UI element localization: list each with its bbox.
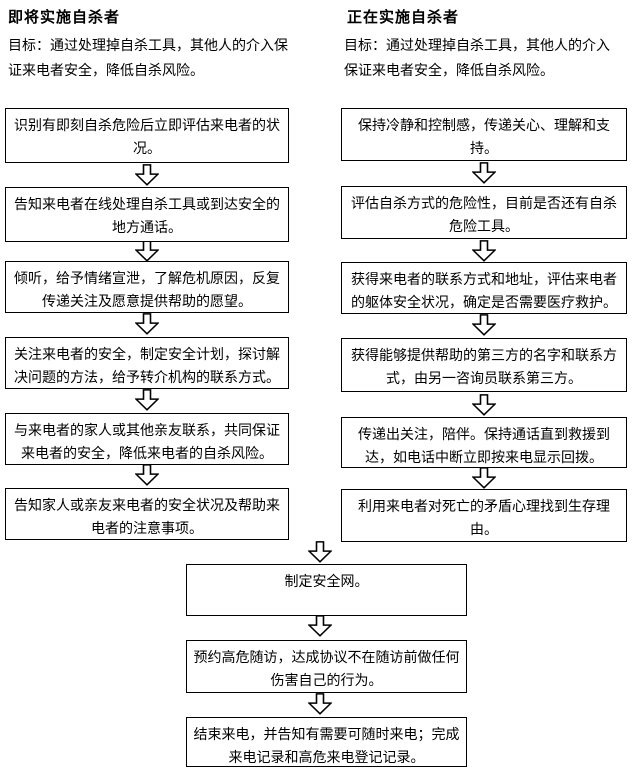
right-step-box: 获得能够提供帮助的第三方的名字和联系方式，由另一咨询员联系第三方。 — [341, 338, 627, 392]
down-arrow-icon — [472, 314, 496, 336]
shared-step-box: 结束来电，并告知有需要可随时来电；完成来电记录和高危来电登记记录。 — [186, 717, 467, 767]
left-column-title: 即将实施自杀者 — [8, 9, 121, 26]
right-column-goal: 目标：通过处理掉自杀工具，其他人的介入保证来电者安全，降低自杀风险。 — [344, 37, 610, 78]
left-step-box: 告知来电者在线处理自杀工具或到达安全的地方通话。 — [5, 187, 289, 242]
down-arrow-icon — [135, 240, 159, 262]
right-column-title: 正在实施自杀者 — [347, 9, 460, 26]
right-step-box: 获得来电者的联系方式和地址，评估来电者的躯体安全状况，确定是否需要医疗救护。 — [341, 262, 627, 314]
down-arrow-icon — [135, 313, 159, 335]
down-arrow-icon — [135, 389, 159, 411]
down-arrow-icon — [472, 467, 496, 489]
down-arrow-icon — [472, 240, 496, 262]
right-step-box: 保持冷静和控制感，传递关心、理解和支持。 — [341, 108, 627, 161]
down-arrow-icon — [308, 693, 332, 715]
shared-step-box: 制定安全网。 — [186, 564, 467, 616]
down-arrow-icon — [135, 164, 159, 186]
down-arrow-icon — [308, 541, 332, 563]
left-step-box: 倾听，给予情绪宣泄，了解危机原因，反复传递关注及愿意提供帮助的愿望。 — [5, 261, 289, 313]
left-step-box: 与来电者的家人或其他亲友联系，共同保证来电者的安全，降低来电者的自杀风险。 — [5, 413, 289, 465]
down-arrow-icon — [308, 615, 332, 637]
left-step-box: 关注来电者的安全，制定安全计划，探讨解决问题的方法，给予转介机构的联系方式。 — [5, 337, 289, 389]
right-step-box: 利用来电者对死亡的矛盾心理找到生存理由。 — [341, 489, 627, 542]
down-arrow-icon — [135, 464, 159, 486]
left-column-goal: 目标：通过处理掉自杀工具，其他人的介入保证来电者安全，降低自杀风险。 — [8, 37, 288, 78]
down-arrow-icon — [472, 162, 496, 184]
down-arrow-icon — [472, 394, 496, 416]
shared-step-box: 预约高危随访，达成协议不在随访前做任何伤害自己的行为。 — [186, 640, 467, 693]
left-step-box: 告知家人或亲友来电者的安全状况及帮助来电者的注意事项。 — [5, 488, 289, 540]
right-step-box: 评估自杀方式的危险性，目前是否还有自杀危险工具。 — [341, 186, 627, 239]
left-step-box: 识别有即刻自杀危险后立即评估来电者的状况。 — [5, 108, 289, 163]
right-step-box: 传递出关注，陪伴。保持通话直到救援到达，如电话中断立即按来电显示回拨。 — [341, 417, 627, 468]
